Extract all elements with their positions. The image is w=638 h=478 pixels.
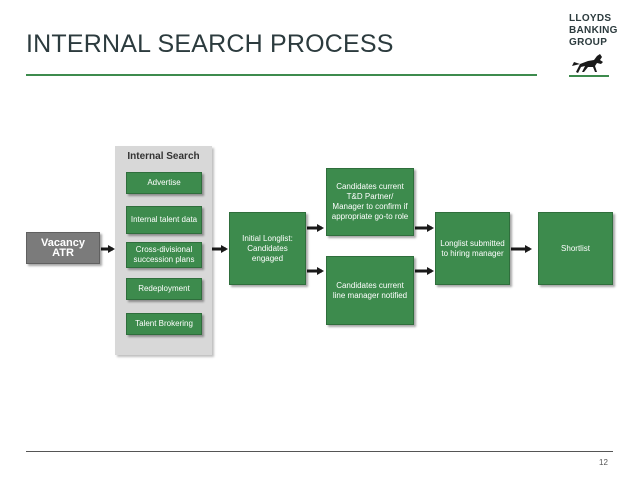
initial-longlist-box: Initial Longlist: Candidates engaged: [229, 212, 306, 285]
company-logo-text: LLOYDS BANKING GROUP: [569, 13, 618, 49]
slide-title: INTERNAL SEARCH PROCESS: [26, 30, 394, 58]
redeployment-label: Redeployment: [138, 284, 190, 293]
talent-brokering-label: Talent Brokering: [135, 319, 193, 328]
page-number: 12: [599, 458, 608, 467]
vacancy-atr-label: Vacancy ATR: [40, 237, 86, 259]
redeployment-box: Redeployment: [126, 278, 202, 300]
internal-search-title: Internal Search: [127, 151, 200, 162]
footer-rule: [26, 451, 613, 452]
horse-logo-icon: [569, 54, 609, 77]
logo-line-2: BANKING: [569, 25, 618, 36]
title-underline: [26, 74, 537, 76]
candidates-line-manager-box: Candidates current line manager notified: [326, 256, 414, 325]
shortlist-box: Shortlist: [538, 212, 613, 285]
shortlist-label: Shortlist: [561, 243, 590, 253]
candidates-td-partner-box: Candidates current T&D Partner/ Manager …: [326, 168, 414, 236]
advertise-label: Advertise: [147, 178, 181, 187]
logo-line-1: LLOYDS: [569, 13, 612, 24]
logo-line-3: GROUP: [569, 37, 608, 48]
initial-longlist-label: Initial Longlist: Candidates engaged: [242, 233, 293, 263]
succession-plans-label: Cross-divisional succession plans: [133, 245, 195, 264]
longlist-submitted-box: Longlist submitted to hiring manager: [435, 212, 510, 285]
internal-talent-data-label: Internal talent data: [130, 215, 198, 224]
succession-plans-box: Cross-divisional succession plans: [126, 242, 202, 268]
internal-talent-data-box: Internal talent data: [126, 206, 202, 234]
vacancy-atr-box: Vacancy ATR: [26, 232, 100, 264]
candidates-td-partner-label: Candidates current T&D Partner/ Manager …: [331, 182, 409, 221]
longlist-submitted-label: Longlist submitted to hiring manager: [440, 238, 505, 258]
advertise-box: Advertise: [126, 172, 202, 194]
talent-brokering-box: Talent Brokering: [126, 313, 202, 335]
candidates-line-manager-label: Candidates current line manager notified: [332, 280, 408, 300]
